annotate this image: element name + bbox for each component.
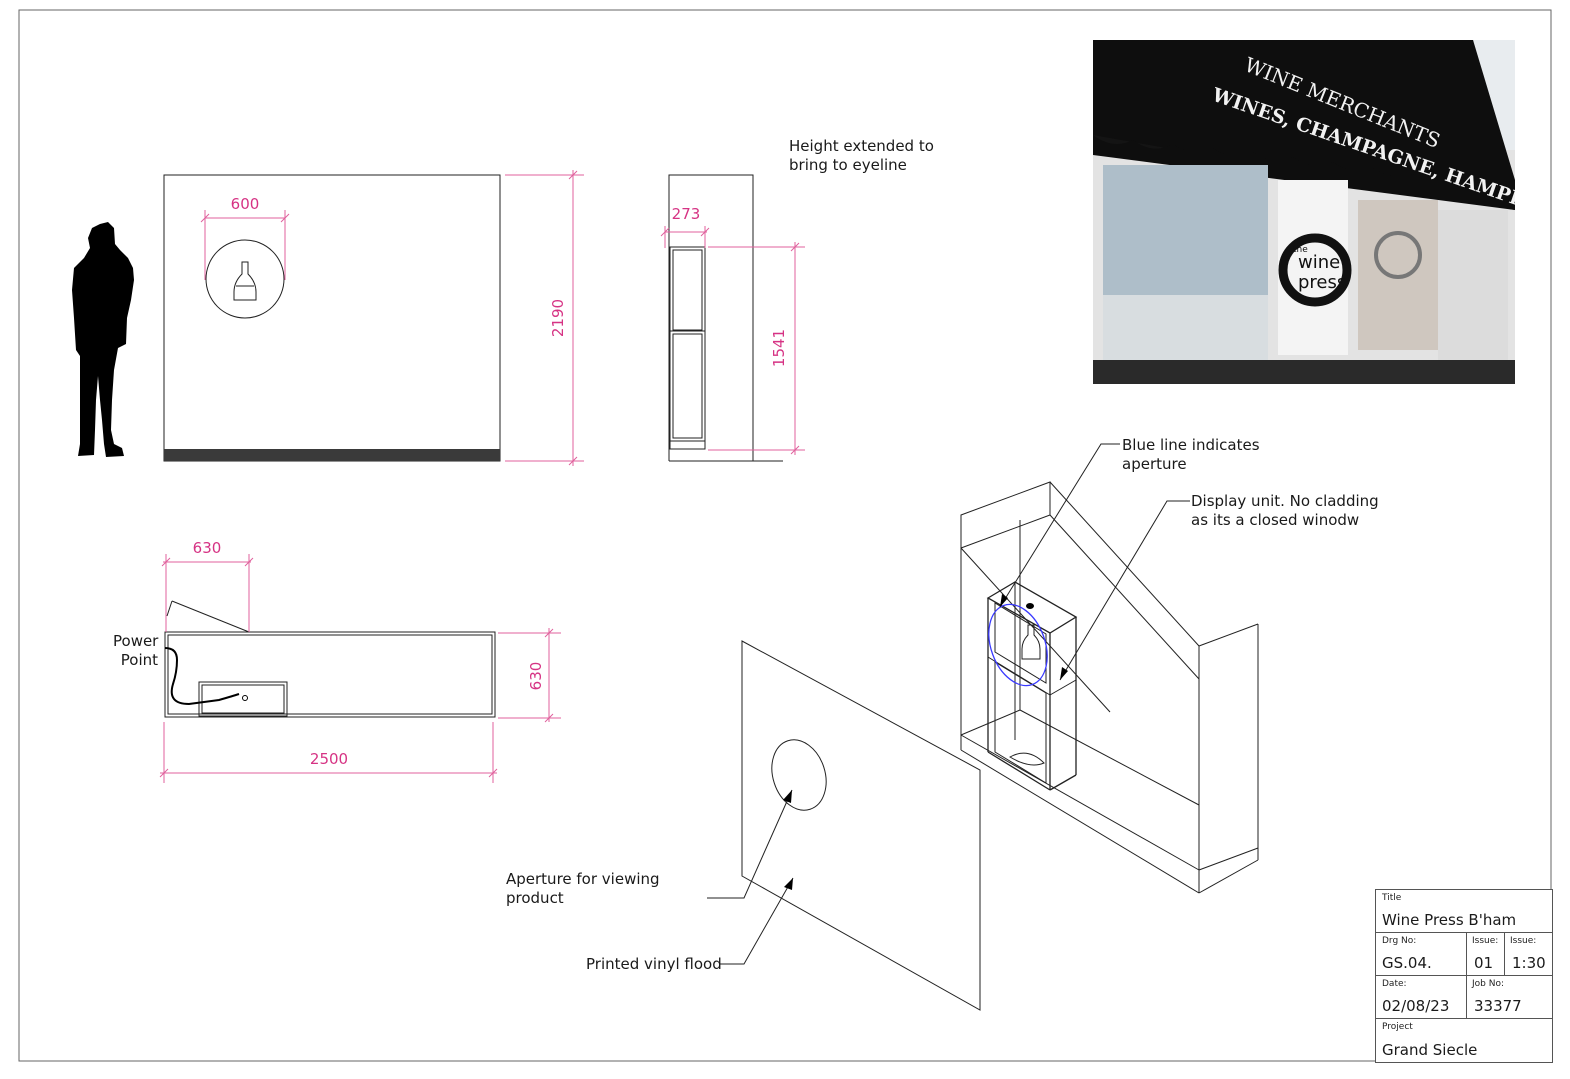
dim-273: 273: [672, 205, 701, 223]
dim-2190: 2190: [549, 299, 567, 337]
tb-issue-label: Issue:: [1472, 936, 1499, 946]
photo-logo-the: the: [1293, 245, 1308, 255]
tb-date-value: 02/08/23: [1382, 997, 1450, 1015]
tb-job-label: Job No:: [1472, 979, 1505, 989]
tb-drg-value: GS.04.: [1382, 954, 1432, 972]
tb-issue-value: 01: [1474, 954, 1494, 972]
storefront-photo: WINE MERCHANTS WINES, CHAMPAGNE, HAMPERS…: [1093, 40, 1515, 384]
sheet-border: [18, 9, 1552, 1062]
power-cable: [164, 647, 240, 706]
title-block: Title Wine Press B'ham Drg No: GS.04. Is…: [1375, 889, 1553, 1063]
tb-project-value: Grand Siecle: [1382, 1041, 1478, 1059]
aperture-circle: [205, 239, 285, 319]
tb-title-value: Wine Press B'ham: [1382, 911, 1517, 929]
note-display-unit: Display unit. No cladding as its a close…: [1191, 492, 1379, 529]
storefront-illustration: WINE MERCHANTS WINES, CHAMPAGNE, HAMPERS…: [1093, 40, 1515, 384]
tb-scale-value: 1:30: [1512, 954, 1546, 972]
tb-job-value: 33377: [1474, 997, 1522, 1015]
note-power-point: Power Point: [113, 632, 159, 669]
tb-issue-cell: Issue: 01: [1467, 932, 1505, 975]
dim-1541: 1541: [770, 329, 788, 367]
tb-drg-label: Drg No:: [1382, 936, 1417, 946]
plan-view: 630 630 2500: [159, 539, 561, 783]
vinyl-panel: [707, 640, 981, 1011]
tb-scale-label: Issue:: [1510, 936, 1537, 946]
tb-project-cell: Project Grand Siecle: [1376, 1018, 1552, 1062]
dim-630-right: 630: [527, 662, 545, 691]
tb-date-label: Date:: [1382, 979, 1407, 989]
note-aperture-viewing: Aperture for viewing product: [506, 870, 660, 907]
tb-job-cell: Job No: 33377: [1467, 975, 1552, 1018]
plinth: [164, 449, 500, 461]
isometric-unit: [960, 443, 1259, 894]
photo-logo-wine: wine: [1298, 252, 1340, 273]
blue-aperture-line: [988, 603, 1048, 687]
note-height-extended: Height extended to bring to eyeline: [789, 137, 934, 174]
tb-scale-cell: Issue: 1:30: [1505, 932, 1552, 975]
bottle-icon: [233, 261, 257, 301]
front-elevation: 600 2190: [163, 170, 584, 466]
note-blue-line: Blue line indicates aperture: [1122, 436, 1260, 473]
photo-logo-press: press: [1298, 272, 1346, 293]
tb-title-cell: Title Wine Press B'ham: [1376, 890, 1552, 932]
dim-2500: 2500: [310, 750, 348, 768]
dim-630-top: 630: [193, 539, 222, 557]
tb-drg-cell: Drg No: GS.04.: [1376, 932, 1467, 975]
human-silhouette-icon: [72, 222, 134, 457]
tb-title-label: Title: [1382, 893, 1402, 903]
tb-project-label: Project: [1382, 1022, 1413, 1032]
note-printed-vinyl: Printed vinyl flood: [586, 955, 722, 973]
tb-date-cell: Date: 02/08/23: [1376, 975, 1467, 1018]
dim-600: 600: [231, 195, 260, 213]
bottle-iso-icon: [1021, 624, 1041, 660]
side-elevation: 273 1541: [660, 174, 805, 462]
